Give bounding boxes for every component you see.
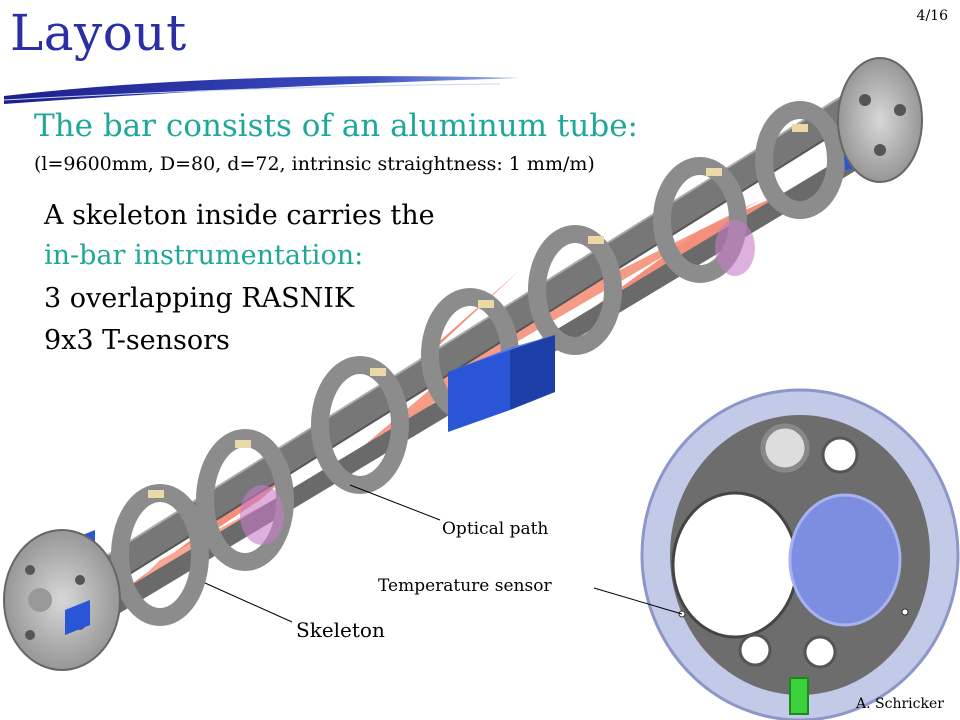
skeleton-label: Skeleton (296, 618, 385, 642)
sensor-pads (148, 124, 808, 498)
instrumentation-heading: in-bar instrumentation: (44, 240, 364, 271)
callout-lines (204, 484, 683, 623)
page-title: Layout (10, 4, 187, 62)
page-number: 4/16 (916, 8, 948, 24)
lenses (240, 220, 755, 545)
cross-section-inset (640, 388, 960, 720)
tube-heading: The bar consists of an aluminum tube: (34, 108, 638, 144)
right-endcap (837, 57, 923, 183)
author-credit: A. Schricker (856, 696, 944, 712)
skeleton-text: A skeleton inside carries the (44, 200, 435, 231)
tube-dimensions: (l=9600mm, D=80, d=72, intrinsic straigh… (34, 153, 595, 175)
skeleton-rings (111, 101, 845, 626)
rasnik-item: 3 overlapping RASNIK (44, 283, 355, 314)
temperature-sensor-label: Temperature sensor (378, 576, 552, 596)
optical-path-label: Optical path (442, 519, 549, 539)
title-underline (3, 76, 520, 104)
left-endcap (3, 529, 121, 671)
tsensor-item: 9x3 T-sensors (44, 325, 230, 356)
